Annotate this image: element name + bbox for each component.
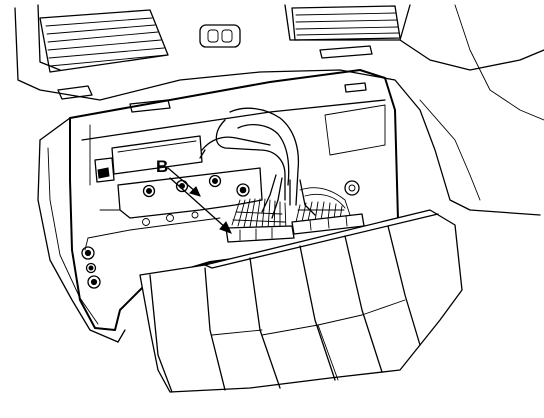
- callout-arrow-upper-line: [167, 167, 197, 193]
- dashboard-fascia: [14, 4, 544, 216]
- dash-tab-right: [344, 82, 367, 93]
- lower-trim-panel: [139, 209, 463, 393]
- center-air-vent: [291, 5, 401, 41]
- dash-tab-left: [57, 85, 93, 100]
- callout-arrowhead-lower: [219, 221, 232, 234]
- right-side-bolt: [344, 180, 360, 196]
- wiring-harness: [199, 107, 351, 219]
- hazard-switch: [199, 24, 241, 48]
- callout-b: B: [156, 157, 232, 234]
- dash-tab-upper: [319, 45, 373, 59]
- frame-screws: [81, 246, 101, 289]
- opening-frame: [37, 69, 399, 343]
- bracket-bolts: [142, 174, 250, 226]
- callout-label-b: B: [156, 157, 168, 176]
- left-connector-bundle: [225, 198, 295, 243]
- callout-arrow-lower-line: [169, 177, 227, 229]
- dash-tab-center: [129, 99, 171, 113]
- callout-arrowhead-upper: [189, 186, 201, 197]
- control-unit: [94, 135, 203, 183]
- left-air-vent: [39, 9, 169, 73]
